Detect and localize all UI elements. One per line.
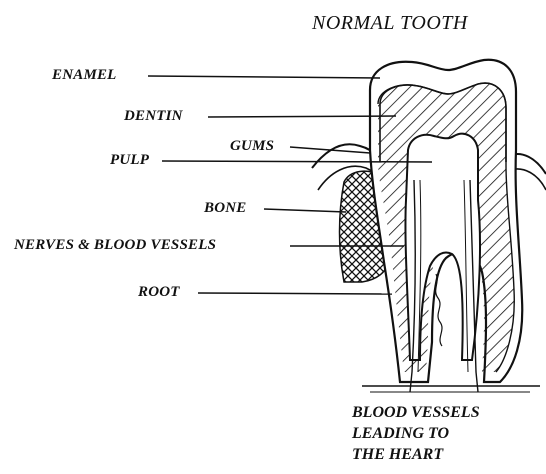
label-bone: BONE [204,201,246,216]
pulp-chamber [405,134,480,360]
label-dentin: DENTIN [124,109,183,124]
label-enamel: ENAMEL [52,68,117,83]
leader-dentin [208,116,396,117]
caption-line-2: LEADING TO [352,423,480,444]
leader-pulp [162,161,432,162]
leader-bone [264,209,346,212]
caption-line-1: BLOOD VESSELS [352,402,480,423]
leader-enamel [148,76,380,78]
root-squiggle [436,274,442,346]
caption-line-3: THE HEART [352,444,480,465]
leader-root [198,293,392,294]
label-root: ROOT [138,285,180,300]
label-nerves-blood-vessels: NERVES & BLOOD VESSELS [14,238,216,253]
label-pulp: PULP [110,153,149,168]
caption-blood-vessels: BLOOD VESSELS LEADING TO THE HEART [352,402,480,465]
label-gums: GUMS [230,139,274,154]
leader-gums [290,147,370,153]
diagram-title: NORMAL TOOTH [312,12,468,35]
